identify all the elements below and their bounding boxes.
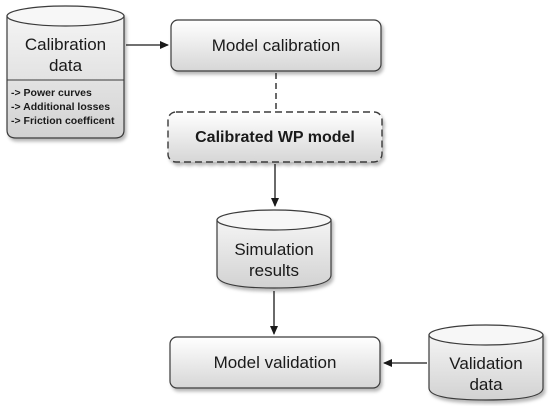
calibration-note-power-curves: -> Power curves xyxy=(11,87,92,99)
validation-data-cylinder xyxy=(428,324,544,401)
calibration-data-title-line2: data xyxy=(49,56,83,75)
calibration-note-additional-losses: -> Additional losses xyxy=(11,101,110,113)
model-validation-label: Model validation xyxy=(214,353,337,372)
model-validation-box xyxy=(169,336,381,389)
calibrated-model-box xyxy=(167,111,383,163)
calibration-note-friction-coefficient: -> Friction coefficent xyxy=(11,115,115,127)
model-calibration-box xyxy=(170,19,382,72)
calibration-data-cylinder xyxy=(6,5,125,139)
simulation-results-line1: Simulation xyxy=(234,240,313,259)
calibrated-model-label: Calibrated WP model xyxy=(195,129,355,146)
simulation-results-line2: results xyxy=(249,261,299,280)
validation-data-line2: data xyxy=(469,375,503,394)
model-calibration-label: Model calibration xyxy=(212,36,341,55)
validation-data-line1: Validation xyxy=(449,354,522,373)
calibration-data-title-line1: Calibration xyxy=(25,35,106,54)
simulation-results-cylinder xyxy=(216,209,332,289)
